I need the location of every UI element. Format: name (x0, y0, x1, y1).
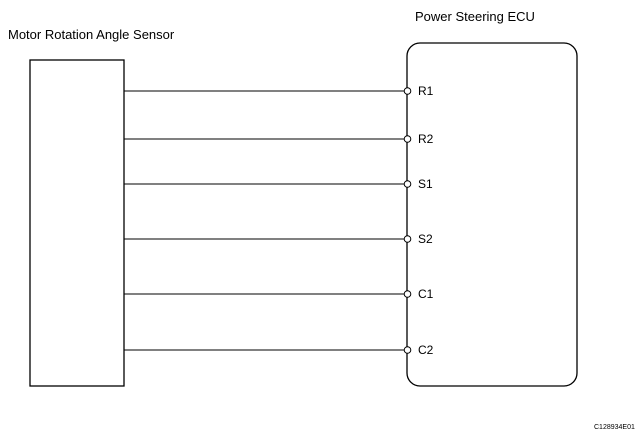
power-steering-ecu-box (406, 42, 578, 387)
figure-code: C128934E01 (594, 424, 635, 431)
terminal-r2-circle (403, 135, 412, 143)
ecu-label: Power Steering ECU (415, 9, 535, 24)
terminal-c1-circle (403, 290, 412, 298)
terminal-s1-circle (403, 180, 412, 188)
motor-rotation-angle-sensor-box (29, 59, 125, 387)
terminal-s2-label: S2 (418, 232, 433, 246)
terminal-r1-circle (403, 87, 412, 95)
terminal-c1-label: C1 (418, 287, 434, 301)
sensor-label: Motor Rotation Angle Sensor (8, 27, 175, 42)
terminal-r2-label: R2 (418, 132, 434, 146)
wire-group (124, 90, 404, 351)
terminal-s2-circle (403, 235, 412, 243)
terminal-group (403, 87, 412, 354)
terminal-r1-label: R1 (418, 84, 434, 98)
terminal-c2-circle (403, 346, 412, 354)
terminal-s1-label: S1 (418, 177, 433, 191)
terminal-c2-label: C2 (418, 343, 434, 357)
